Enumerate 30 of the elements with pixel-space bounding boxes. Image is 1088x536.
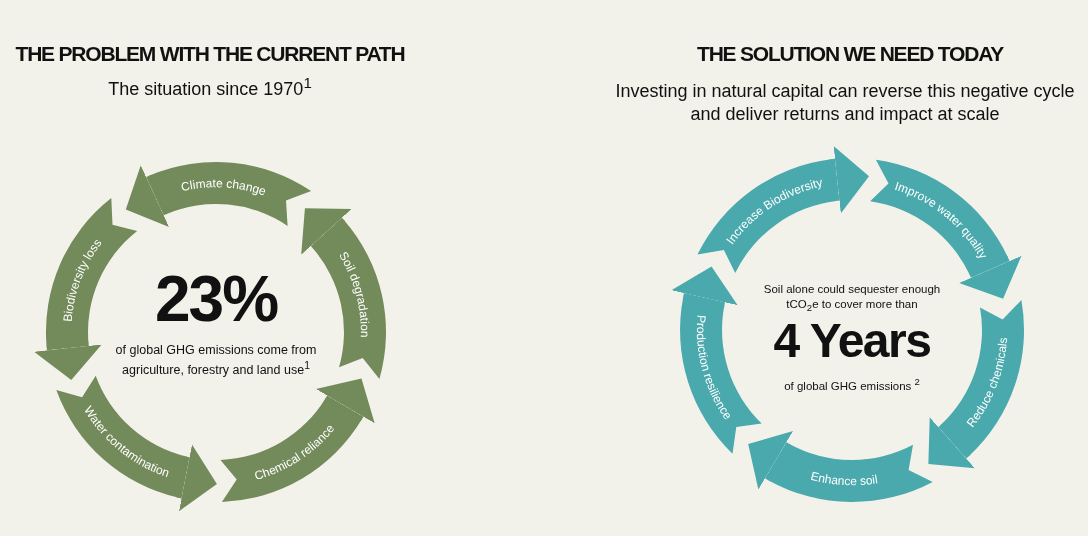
arrow: [928, 417, 975, 469]
arrow: [125, 165, 169, 228]
arrow: [316, 378, 375, 424]
arrow: [671, 266, 738, 307]
statistic-figure: 4 Years: [772, 313, 932, 368]
caption-text: The situation since 1970$^{1}$: [107, 74, 313, 100]
ring-segment: [56, 375, 188, 498]
arrow: [829, 145, 869, 214]
statistic-figure: 23%: [153, 262, 279, 336]
arrow: [34, 342, 102, 380]
caption-text: Investing in natural capital can reverse this negative cycle and deliver returns and impact at scale: [614, 80, 1076, 126]
arrow: [748, 431, 793, 490]
ring-segment: [940, 300, 1024, 456]
caption-text: Soil alone could sequester enough tCO$_{2}$e to cover more than: [762, 282, 942, 316]
ring-segment: [768, 443, 933, 502]
ring-segment: [220, 397, 362, 502]
caption-text: of global GHG emissions $^{2}$: [783, 376, 921, 392]
heading: THE PROBLEM WITH THE CURRENT PATH: [14, 42, 406, 66]
segment-label: Climate change: [179, 176, 268, 199]
arrow: [959, 255, 1022, 299]
segment-label: Enhance soil: [809, 468, 879, 489]
arrow: [301, 208, 352, 255]
ring-segment: [46, 198, 138, 347]
ring-segment: [680, 297, 762, 454]
arrow: [176, 444, 217, 512]
ring-segment: [697, 159, 837, 273]
heading: THE SOLUTION WE NEED TODAY: [696, 42, 1005, 66]
ring-segment: [870, 159, 1008, 276]
caption-text: of global GHG emissions come from agriculture, forestry and land use$^{1}$: [114, 343, 318, 379]
ring-segment: [149, 162, 312, 226]
